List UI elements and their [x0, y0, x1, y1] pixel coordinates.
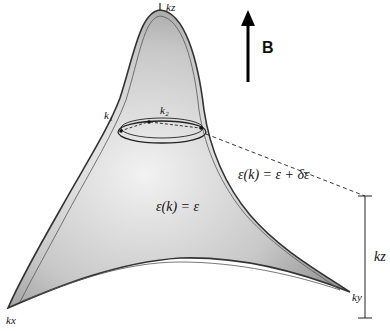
axis-label: ky [352, 292, 362, 303]
axis-label: kx [6, 315, 16, 326]
field-label: B [262, 40, 274, 56]
wavevector-label: k₁ [104, 110, 113, 121]
axis-label: kz [166, 2, 175, 13]
energy-surface-label: ε(k) = ε + δε [238, 168, 310, 182]
energy-surface-label: ε(k) = ε [156, 200, 199, 214]
dimension-label: kz [374, 250, 386, 264]
wavevector-label: k₂ [160, 105, 169, 116]
